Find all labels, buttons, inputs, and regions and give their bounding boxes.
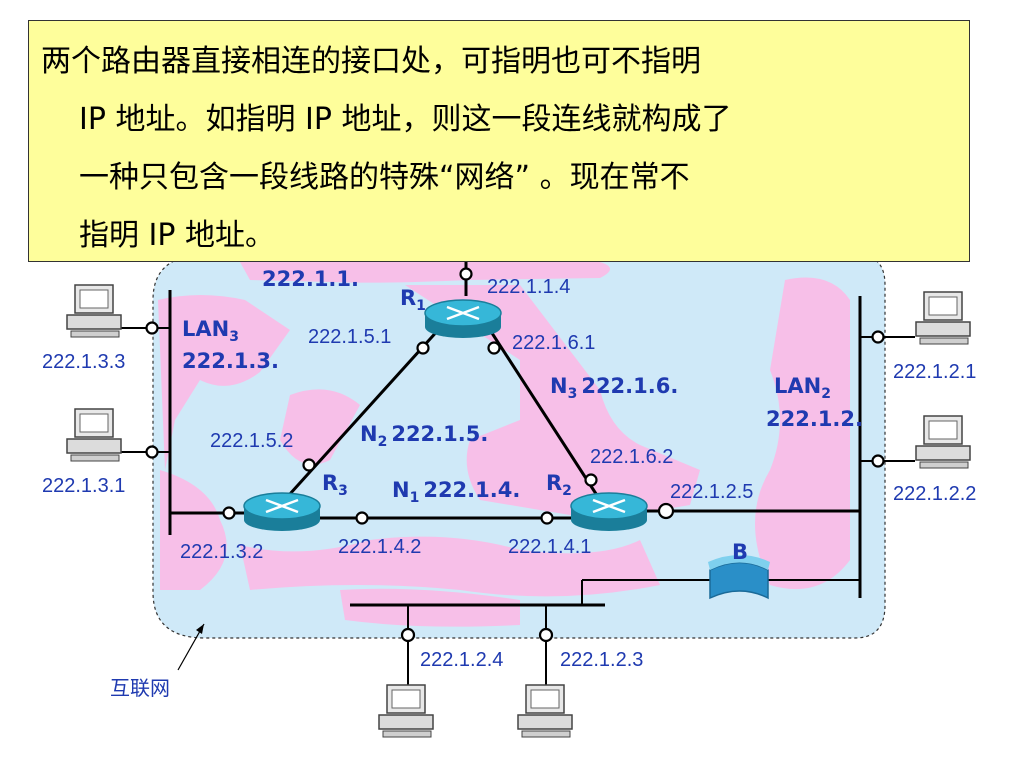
- host-lan3-bottom-ip: 222.1.3.1: [42, 475, 125, 497]
- r2-right-if-label: 222.1.2.5: [670, 481, 753, 503]
- host-lan3-top-icon: [66, 284, 122, 338]
- r3-bottom-if-label: 222.1.3.2: [180, 541, 263, 563]
- r2-top-if-label: 222.1.6.2: [590, 446, 673, 468]
- router-r1-icon: [424, 299, 502, 338]
- host-lan2-bottom-icon: [915, 415, 971, 469]
- lan3-net-label: 222.1.3.: [182, 349, 279, 373]
- caption-line-1: 两个路由器直接相连的接口处，可指明也可不指明: [41, 44, 701, 79]
- lan3-name: LAN3: [182, 317, 239, 345]
- bridge-icon: [708, 555, 770, 600]
- lan2-name: LAN2: [774, 374, 831, 402]
- caption-line-4: 指明 IP 地址。: [79, 218, 276, 253]
- r1-name: R1: [400, 286, 426, 314]
- n1-right-if-label: 222.1.4.1: [508, 536, 591, 558]
- r3-name: R3: [322, 471, 348, 499]
- host-lan2-top-icon: [915, 291, 971, 345]
- router-r3-icon: [243, 492, 321, 531]
- r1-up-if-label: 222.1.1.4: [487, 276, 570, 298]
- link-n3: [488, 329, 602, 501]
- router-r2-icon: [570, 492, 648, 531]
- caption-line-3: 一种只包含一段线路的特殊“网络” 。现在常不: [79, 160, 690, 195]
- r1-right-if-label: 222.1.6.1: [512, 332, 595, 354]
- caption-line-2: IP 地址。如指明 IP 地址，则这一段连线就构成了: [79, 102, 732, 137]
- n1-left-if-label: 222.1.4.2: [338, 536, 421, 558]
- host-bottom-right-icon: [517, 684, 573, 738]
- host-lan3-top-ip: 222.1.3.3: [42, 351, 125, 373]
- host-lan2-top-ip: 222.1.2.1: [893, 361, 976, 383]
- link-n2: [278, 326, 442, 507]
- internet-pointer-head: [196, 624, 204, 634]
- internet-label: 互联网: [110, 677, 170, 700]
- lan2-net-label: 222.1.2.: [766, 407, 863, 431]
- bridge-label: B: [732, 540, 748, 564]
- r2-name: R2: [546, 471, 572, 499]
- host-lan3-bottom-icon: [66, 408, 122, 462]
- r3-left-if-label: 222.1.5.2: [210, 430, 293, 452]
- caption-box: 两个路由器直接相连的接口处，可指明也可不指明 IP 地址。如指明 IP 地址，则…: [28, 20, 970, 262]
- net-top-label: 222.1.1.: [262, 267, 359, 291]
- r1-left-if-label: 222.1.5.1: [308, 326, 391, 348]
- bottom-host-left-ip: 222.1.2.4: [420, 649, 503, 671]
- host-lan2-bottom-ip: 222.1.2.2: [893, 483, 976, 505]
- interface-dots: [145, 267, 885, 643]
- bottom-host-right-ip: 222.1.2.3: [560, 649, 643, 671]
- host-bottom-left-icon: [378, 684, 434, 738]
